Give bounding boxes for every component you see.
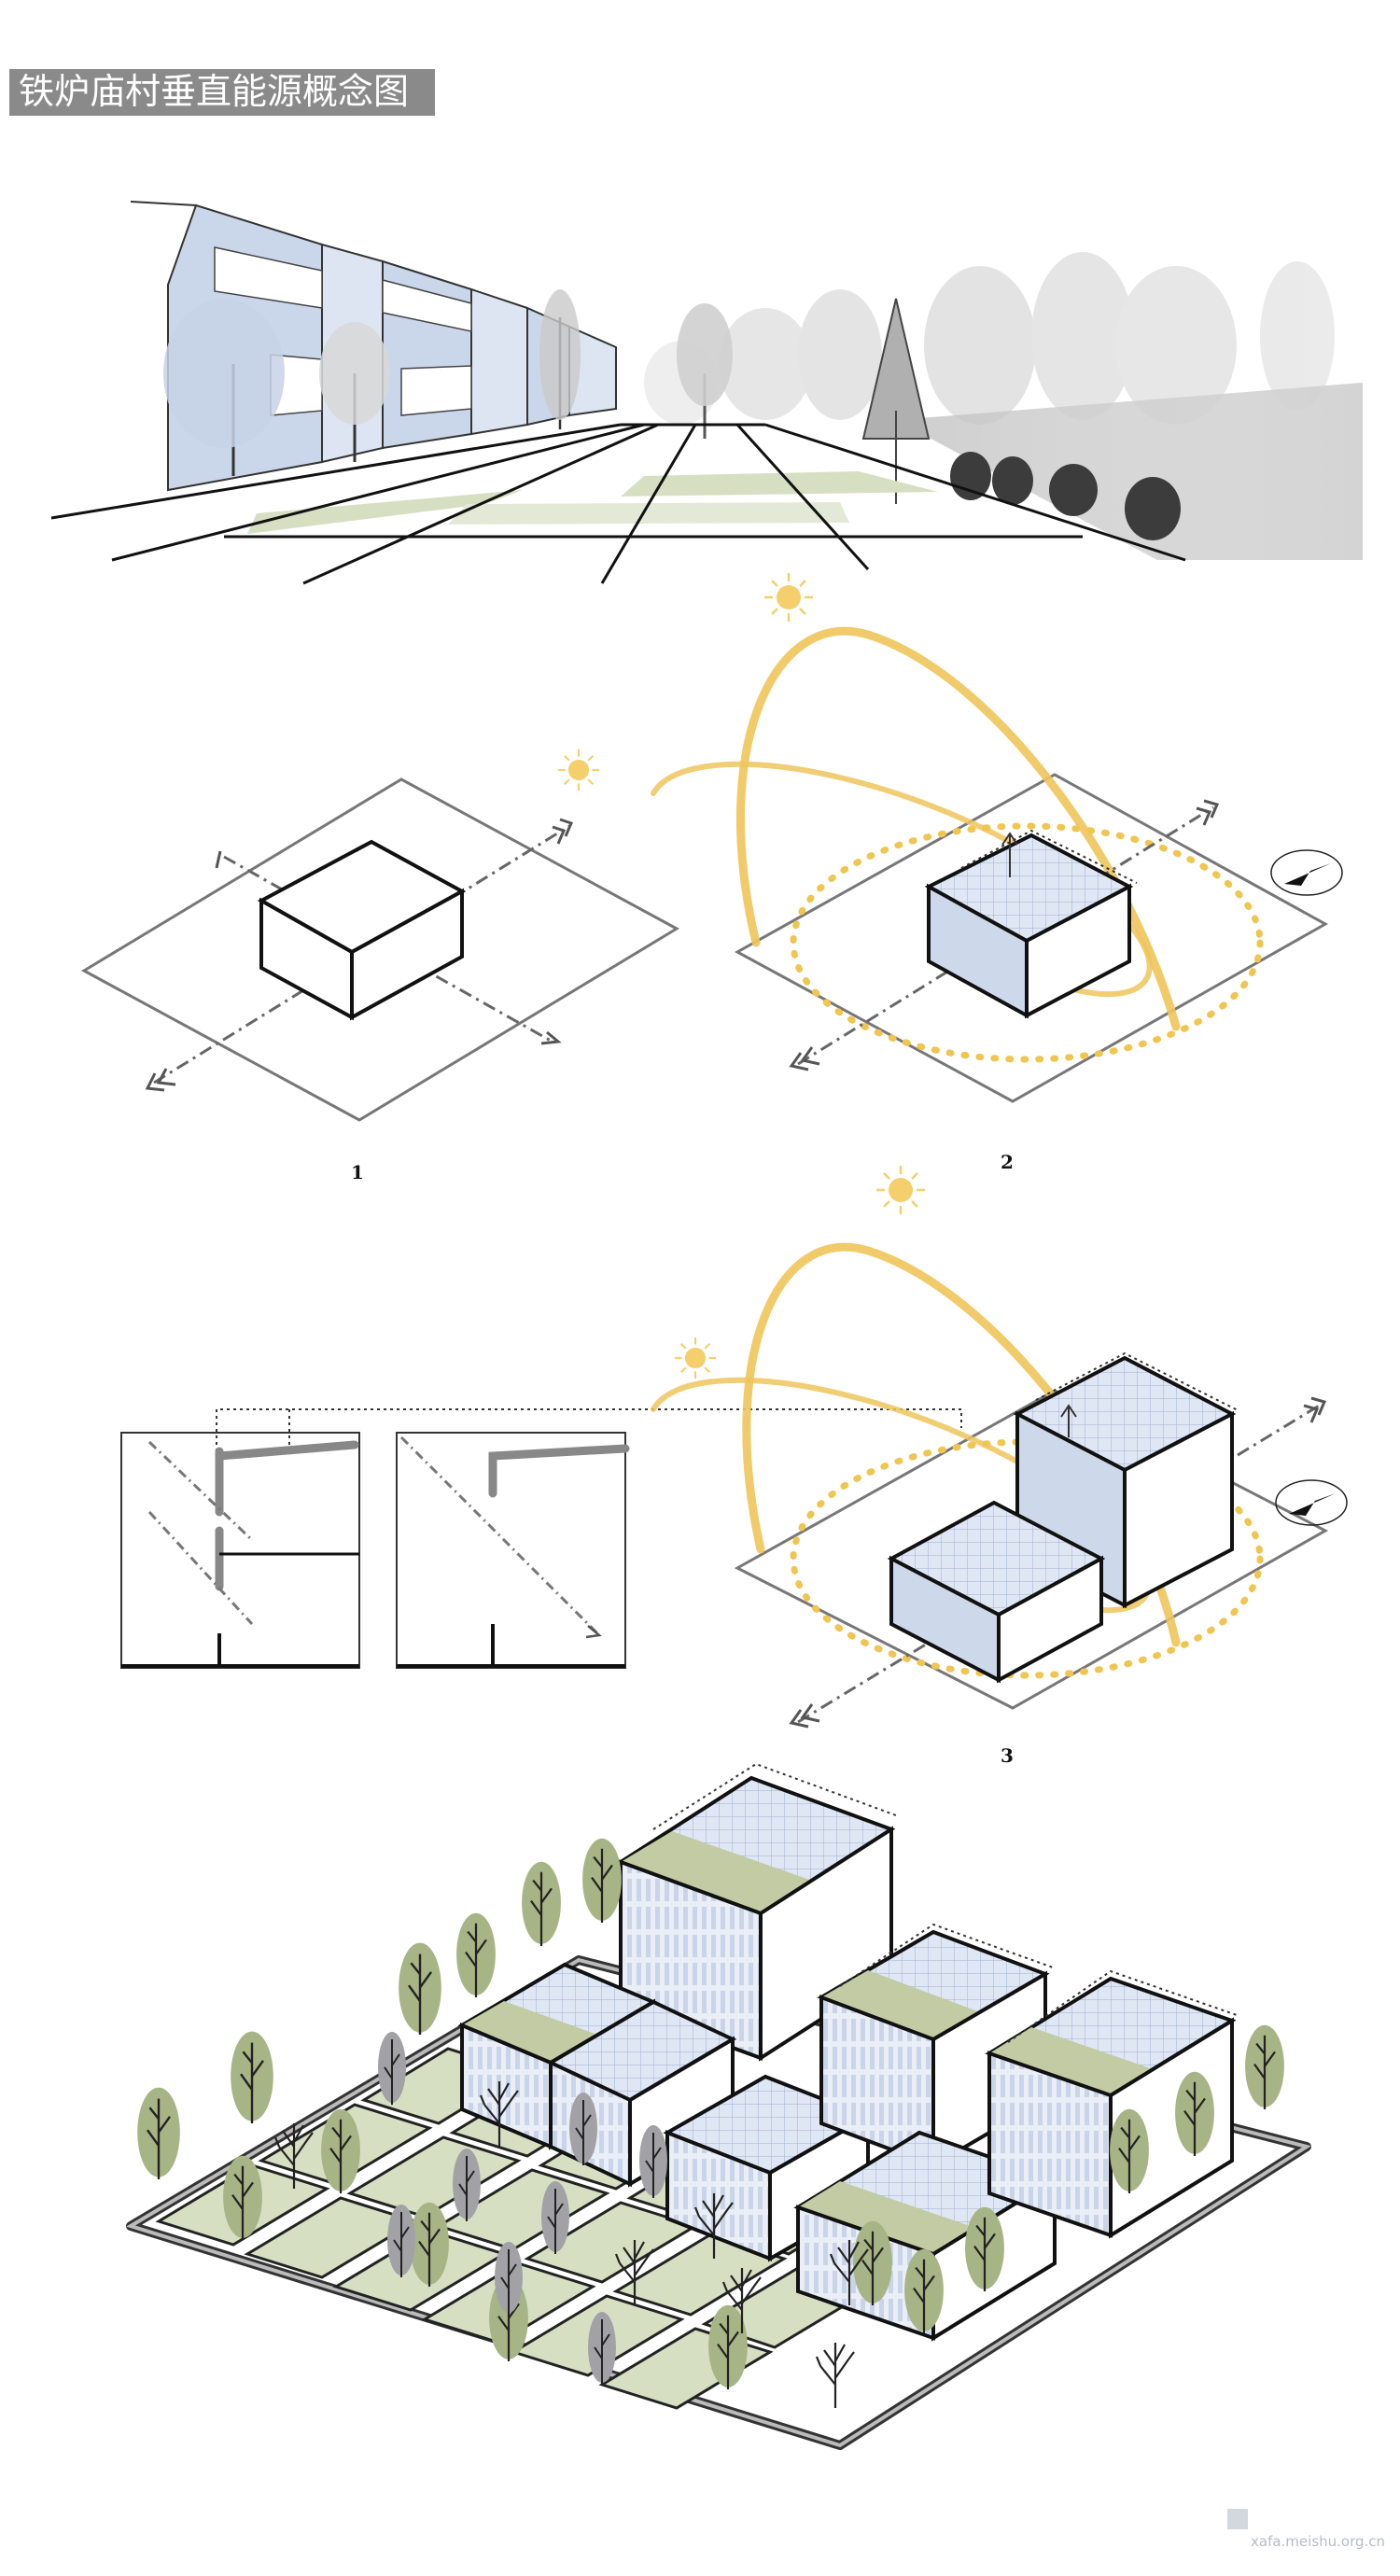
watermark-text: xafa.meishu.org.cn — [1251, 2533, 1385, 2550]
site-plane — [734, 773, 1329, 1103]
compass-icon — [1275, 1479, 1348, 1526]
diagram-3-vertical-energy — [651, 1164, 1348, 1729]
arrow-icon — [789, 799, 1220, 1071]
site-plane — [80, 777, 680, 1122]
perspective-lines — [50, 423, 1186, 585]
village-axonometric — [126, 1762, 1311, 2450]
sun-icon — [875, 1164, 927, 1216]
sun-icon — [556, 748, 601, 792]
street-perspective-sketch — [50, 201, 1363, 585]
sun-icon — [763, 571, 815, 623]
compass-icon — [1270, 849, 1343, 896]
section-details — [120, 1408, 962, 1669]
diagram-2-solar — [651, 571, 1343, 1103]
page-title: 铁炉庙村垂直能源概念图 — [9, 69, 435, 116]
hedges — [950, 452, 1181, 540]
foreground-trees — [163, 289, 581, 476]
arrow-icon — [789, 1396, 1327, 1729]
orbit-dots — [790, 822, 1264, 1063]
watermark-logo — [1227, 2509, 1248, 2529]
arrow-icon — [145, 818, 574, 1092]
diagram-label-1: 1 — [351, 1161, 364, 1183]
diagram-1-massing — [80, 748, 680, 1122]
orbit-dots — [790, 1438, 1264, 1679]
diagram-label-2: 2 — [1001, 1151, 1014, 1173]
sun-icon — [673, 1336, 718, 1380]
diagram-label-3: 3 — [1001, 1744, 1014, 1767]
